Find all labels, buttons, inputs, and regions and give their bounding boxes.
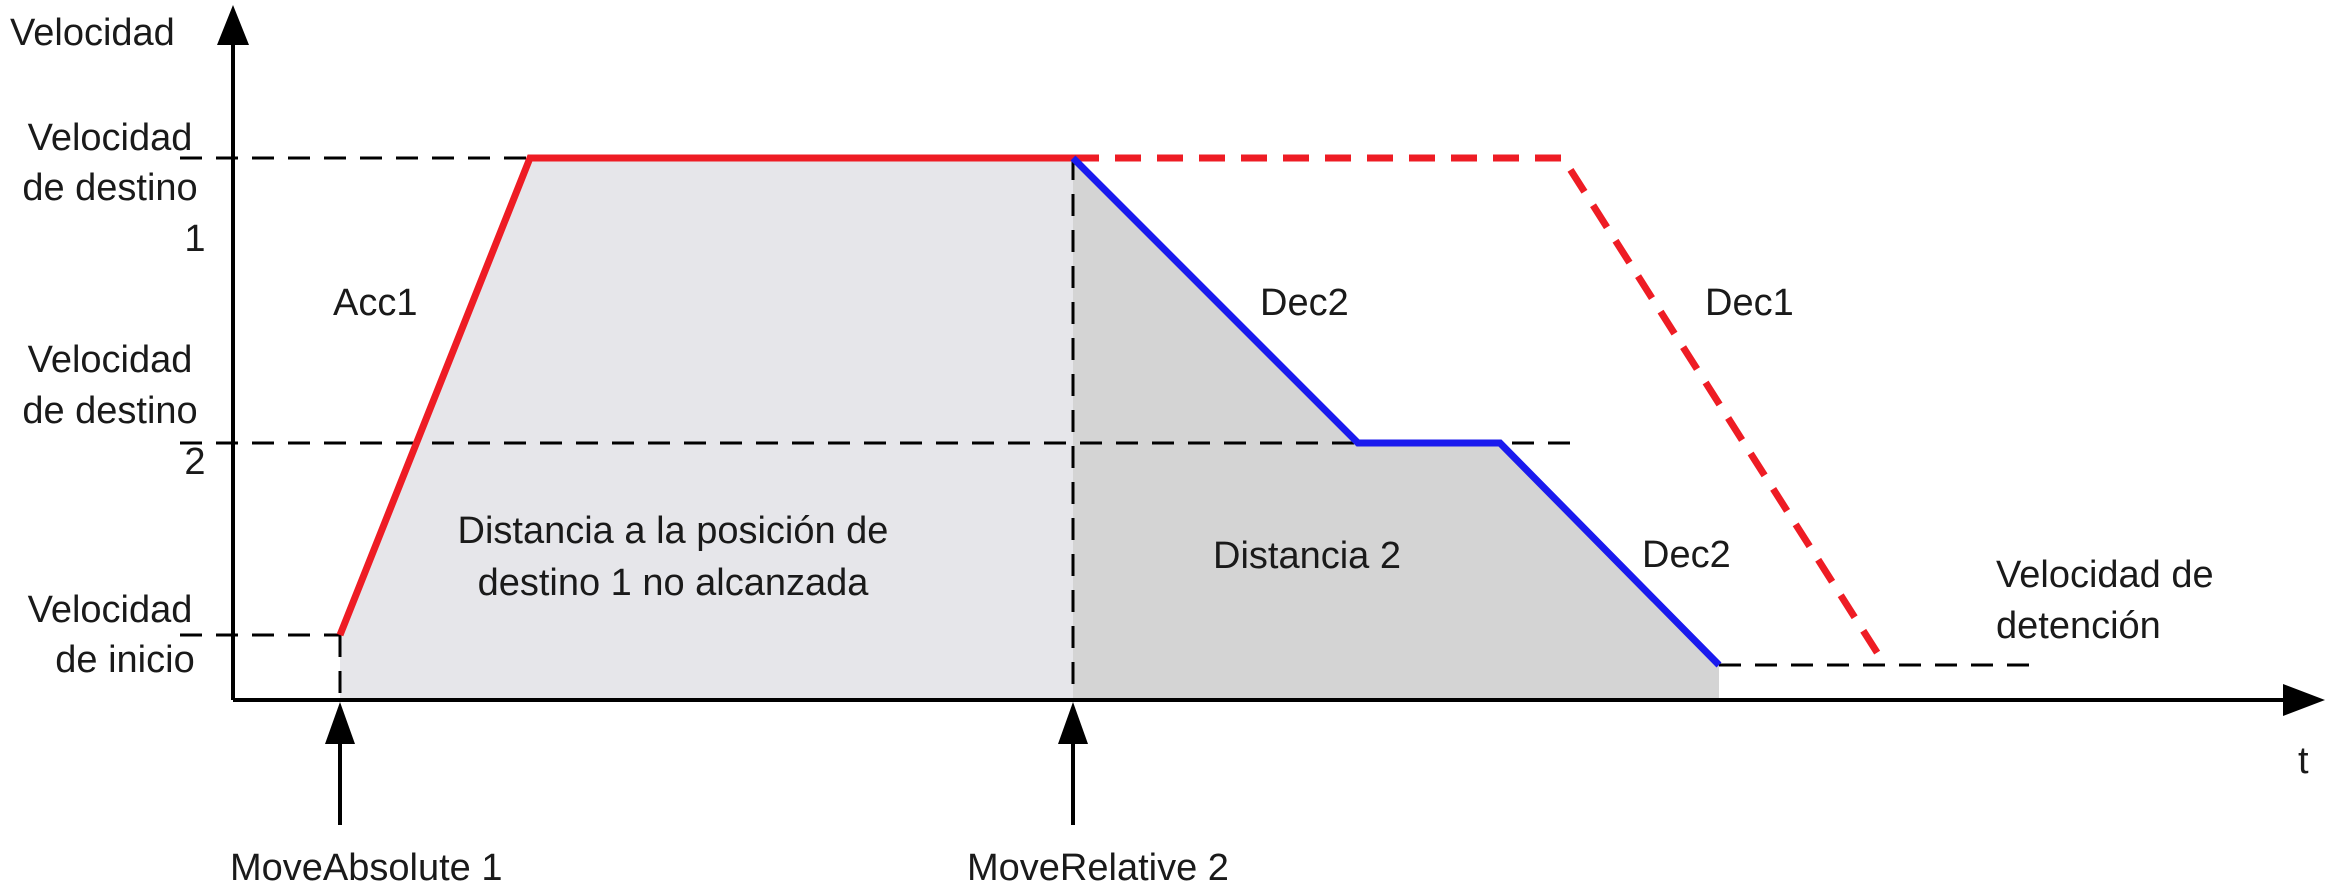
start-label-line1: Velocidad <box>28 589 193 631</box>
new-profile-line <box>1070 155 1722 668</box>
distance1-area <box>340 158 1073 700</box>
x-axis-label: t <box>2298 740 2309 782</box>
target2-label-line1: Velocidad <box>28 339 193 381</box>
target2-label-line2: de destino <box>22 390 197 432</box>
move-relative-arrow-icon <box>1058 702 1088 744</box>
y-axis-label: Velocidad <box>10 12 175 54</box>
original-profile-line <box>336 154 1073 637</box>
distance1-label-line1: Distancia a la posición de <box>458 510 889 552</box>
dec1-label: Dec1 <box>1705 282 1794 324</box>
original-profile-dashed-continuation <box>1073 154 1888 667</box>
target1-label-line2: de destino <box>22 167 197 209</box>
move-absolute-label: MoveAbsolute 1 <box>230 847 503 889</box>
start-label-line2: de inicio <box>55 639 194 681</box>
x-axis-arrow-icon <box>2283 684 2325 716</box>
acc1-label: Acc1 <box>333 282 417 324</box>
move-absolute-arrow-icon <box>325 702 355 744</box>
distance2-label: Distancia 2 <box>1213 535 1401 577</box>
target2-label-line3: 2 <box>184 441 205 483</box>
stop-velocity-label-line2: detención <box>1996 605 2161 647</box>
y-axis-arrow-icon <box>217 5 249 45</box>
dec2-upper-label: Dec2 <box>1260 282 1349 324</box>
dec2-lower-label: Dec2 <box>1642 534 1731 576</box>
distance1-label-line2: destino 1 no alcanzada <box>478 562 870 604</box>
target1-label-line1: Velocidad <box>28 117 193 159</box>
stop-velocity-label-line1: Velocidad de <box>1996 554 2214 596</box>
target1-label-line3: 1 <box>184 218 205 260</box>
move-relative-label: MoveRelative 2 <box>967 847 1229 889</box>
distance2-area <box>1073 158 1719 700</box>
